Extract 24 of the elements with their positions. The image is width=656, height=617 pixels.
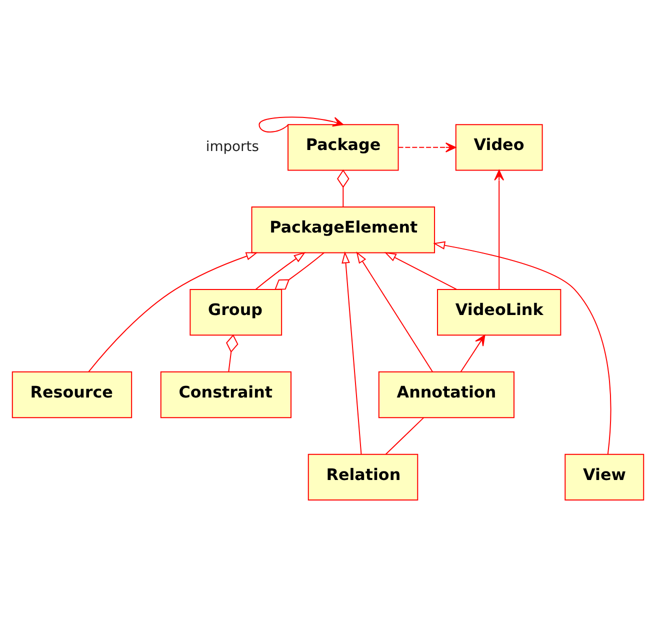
arrow bbox=[460, 334, 486, 372]
arrow bbox=[356, 251, 433, 372]
arrow bbox=[384, 252, 457, 290]
connector bbox=[226, 334, 238, 372]
node-box: View bbox=[564, 454, 644, 501]
arrow bbox=[494, 170, 504, 290]
arrow bbox=[88, 252, 258, 372]
node-box: Resource bbox=[12, 371, 132, 418]
connector bbox=[274, 252, 324, 290]
node-box: Constraint bbox=[160, 371, 292, 418]
node-box: Relation bbox=[308, 454, 418, 501]
node-box: PackageElement bbox=[251, 206, 436, 254]
edge-label: imports bbox=[206, 139, 259, 156]
arrow bbox=[433, 241, 612, 455]
node-box: Annotation bbox=[378, 371, 514, 418]
arrow bbox=[255, 252, 306, 290]
connector bbox=[336, 169, 350, 208]
node-box: Video bbox=[455, 124, 543, 171]
node-box: Package bbox=[288, 124, 399, 171]
node-box: VideoLink bbox=[437, 288, 562, 336]
node-box: Group bbox=[190, 288, 282, 336]
arrow bbox=[342, 251, 362, 454]
arrow bbox=[398, 142, 456, 152]
connector bbox=[385, 417, 424, 455]
